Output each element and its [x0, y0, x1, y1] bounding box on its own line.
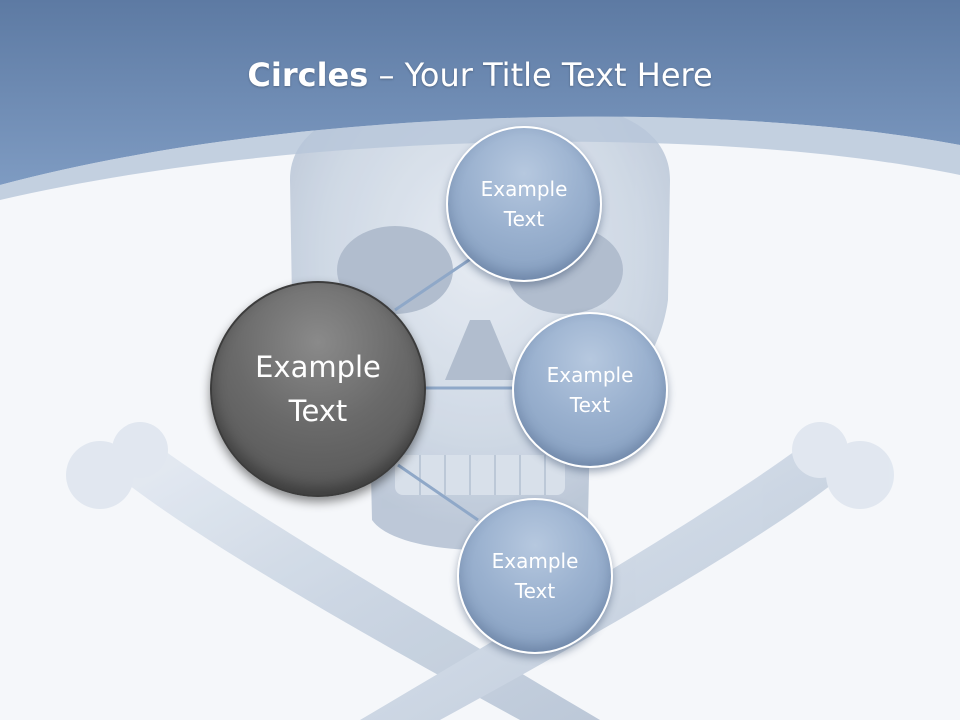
connector-line: [394, 256, 473, 312]
node-label-line1: Example: [480, 177, 568, 201]
node-label-line2: Text: [514, 579, 556, 603]
title-bold: Circles: [247, 56, 369, 94]
center-label-line1: Example: [255, 350, 381, 384]
node-circle-bottom[interactable]: Example Text: [457, 498, 613, 654]
connector-lines: [394, 256, 514, 522]
node-label-line1: Example: [491, 549, 579, 573]
slide-title: Circles – Your Title Text Here: [0, 52, 960, 98]
node-circle-middle[interactable]: Example Text: [512, 312, 668, 468]
node-label-line2: Text: [503, 207, 545, 231]
center-label-line2: Text: [288, 394, 348, 428]
header-swoosh: [0, 116, 960, 200]
node-circle-top[interactable]: Example Text: [446, 126, 602, 282]
node-label-line1: Example: [546, 363, 634, 387]
connector-line: [397, 463, 479, 522]
center-circle[interactable]: Example Text: [210, 281, 426, 497]
title-rest: – Your Title Text Here: [368, 56, 713, 94]
node-label-line2: Text: [569, 393, 611, 417]
header-band: [0, 0, 960, 185]
